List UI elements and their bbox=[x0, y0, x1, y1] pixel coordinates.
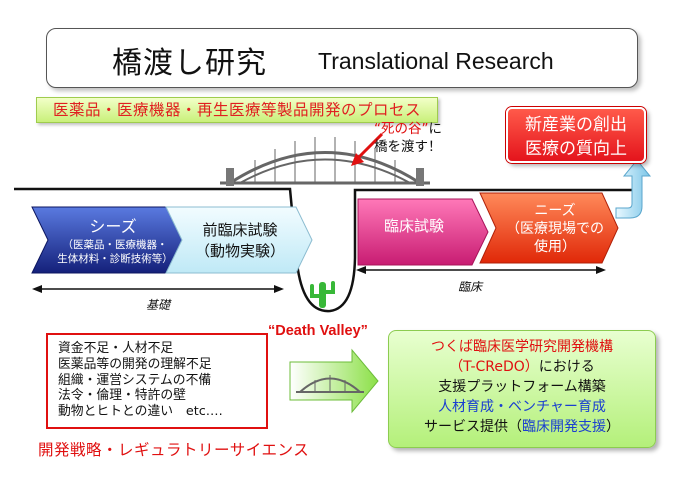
support-org: つくば臨床医学研究開発機構 bbox=[431, 339, 613, 355]
needs-label: ニーズ （医療現場での 使用） bbox=[500, 202, 610, 256]
process-label: 医薬品・医療機器・再生医療等製品開発のプロセス bbox=[36, 97, 438, 123]
problem-item: 医薬品等の開発の理解不足 bbox=[58, 356, 212, 372]
support-abbr: （T-CReDO） bbox=[449, 359, 539, 375]
needs-title: ニーズ bbox=[534, 203, 576, 219]
basic-range-arrow bbox=[32, 285, 284, 293]
seeds-sub-line-2: 生体材料・診断技術等） bbox=[57, 253, 173, 265]
support-talent: 人材育成・ベンチャー育成 bbox=[438, 399, 606, 415]
clinical-label: 臨床試験 bbox=[384, 217, 445, 235]
preclinical-chevron bbox=[165, 206, 313, 274]
callout-arrow-icon bbox=[351, 132, 384, 166]
preclinical-label: 前臨床試験 （動物実験） bbox=[180, 220, 300, 262]
problem-item: 動物とヒトとの違い etc…. bbox=[58, 404, 223, 420]
ground-line bbox=[14, 187, 640, 313]
goal-line-1: 新産業の創出 bbox=[525, 115, 627, 135]
problems-box: 資金不足・人材不足 医薬品等の開発の理解不足 組織・運営システムの不備 法令・倫… bbox=[46, 333, 268, 429]
seeds-sub-line-1: （医薬品・医療機器・ bbox=[62, 239, 168, 251]
support-box: つくば臨床医学研究開発機構 （T-CReDO）における 支援プラットフォーム構築… bbox=[388, 330, 656, 448]
clinical-range-label: 臨床 bbox=[458, 280, 483, 294]
clinical-range-arrow bbox=[356, 266, 606, 274]
support-arrow-icon bbox=[289, 348, 379, 414]
title-japanese: 橋渡し研究 bbox=[112, 46, 267, 81]
up-arrow-icon bbox=[615, 159, 652, 219]
needs-sub-line-1: （医療現場での bbox=[506, 221, 604, 237]
support-service-prefix: サービス提供（ bbox=[424, 419, 522, 435]
goal-line-2: 医療の質向上 bbox=[525, 139, 627, 159]
preclinical-line-1: 前臨床試験 bbox=[202, 221, 278, 239]
support-abbr-suffix: における bbox=[538, 359, 595, 375]
death-valley-label: “Death Valley” bbox=[268, 323, 368, 339]
support-platform: 支援プラットフォーム構築 bbox=[438, 379, 606, 395]
cactus-icon bbox=[310, 281, 335, 308]
goal-box: 新産業の創出 医療の質向上 bbox=[506, 107, 646, 163]
strategy-label: 開発戦略・レギュラトリーサイエンス bbox=[38, 441, 310, 459]
title-box bbox=[46, 28, 638, 88]
preclinical-line-2: （動物実験） bbox=[194, 242, 285, 260]
valley-callout: “死の谷”に 橋を渡す！ bbox=[374, 120, 442, 156]
clinical-chevron bbox=[357, 198, 489, 266]
basic-range-label: 基礎 bbox=[146, 298, 171, 312]
needs-chevron bbox=[479, 192, 619, 264]
problem-item: 法令・倫理・特許の壁 bbox=[58, 388, 186, 404]
valley-callout-red: “死の谷” bbox=[374, 121, 429, 137]
problem-item: 組織・運営システムの不備 bbox=[58, 372, 212, 388]
bridge-icon bbox=[220, 137, 430, 186]
valley-callout-line-2: 橋を渡す！ bbox=[374, 139, 442, 155]
problem-item: 資金不足・人材不足 bbox=[58, 341, 174, 356]
valley-callout-suffix: に bbox=[428, 121, 443, 137]
seeds-title: シーズ bbox=[89, 217, 137, 236]
needs-sub-line-2: 使用） bbox=[534, 239, 576, 255]
support-service-highlight: 臨床開発支援 bbox=[522, 419, 606, 435]
seeds-subtitle: （医薬品・医療機器・ 生体材料・診断技術等） bbox=[42, 238, 188, 266]
title-english: Translational Research bbox=[318, 48, 554, 74]
support-service-suffix: ） bbox=[606, 419, 620, 435]
